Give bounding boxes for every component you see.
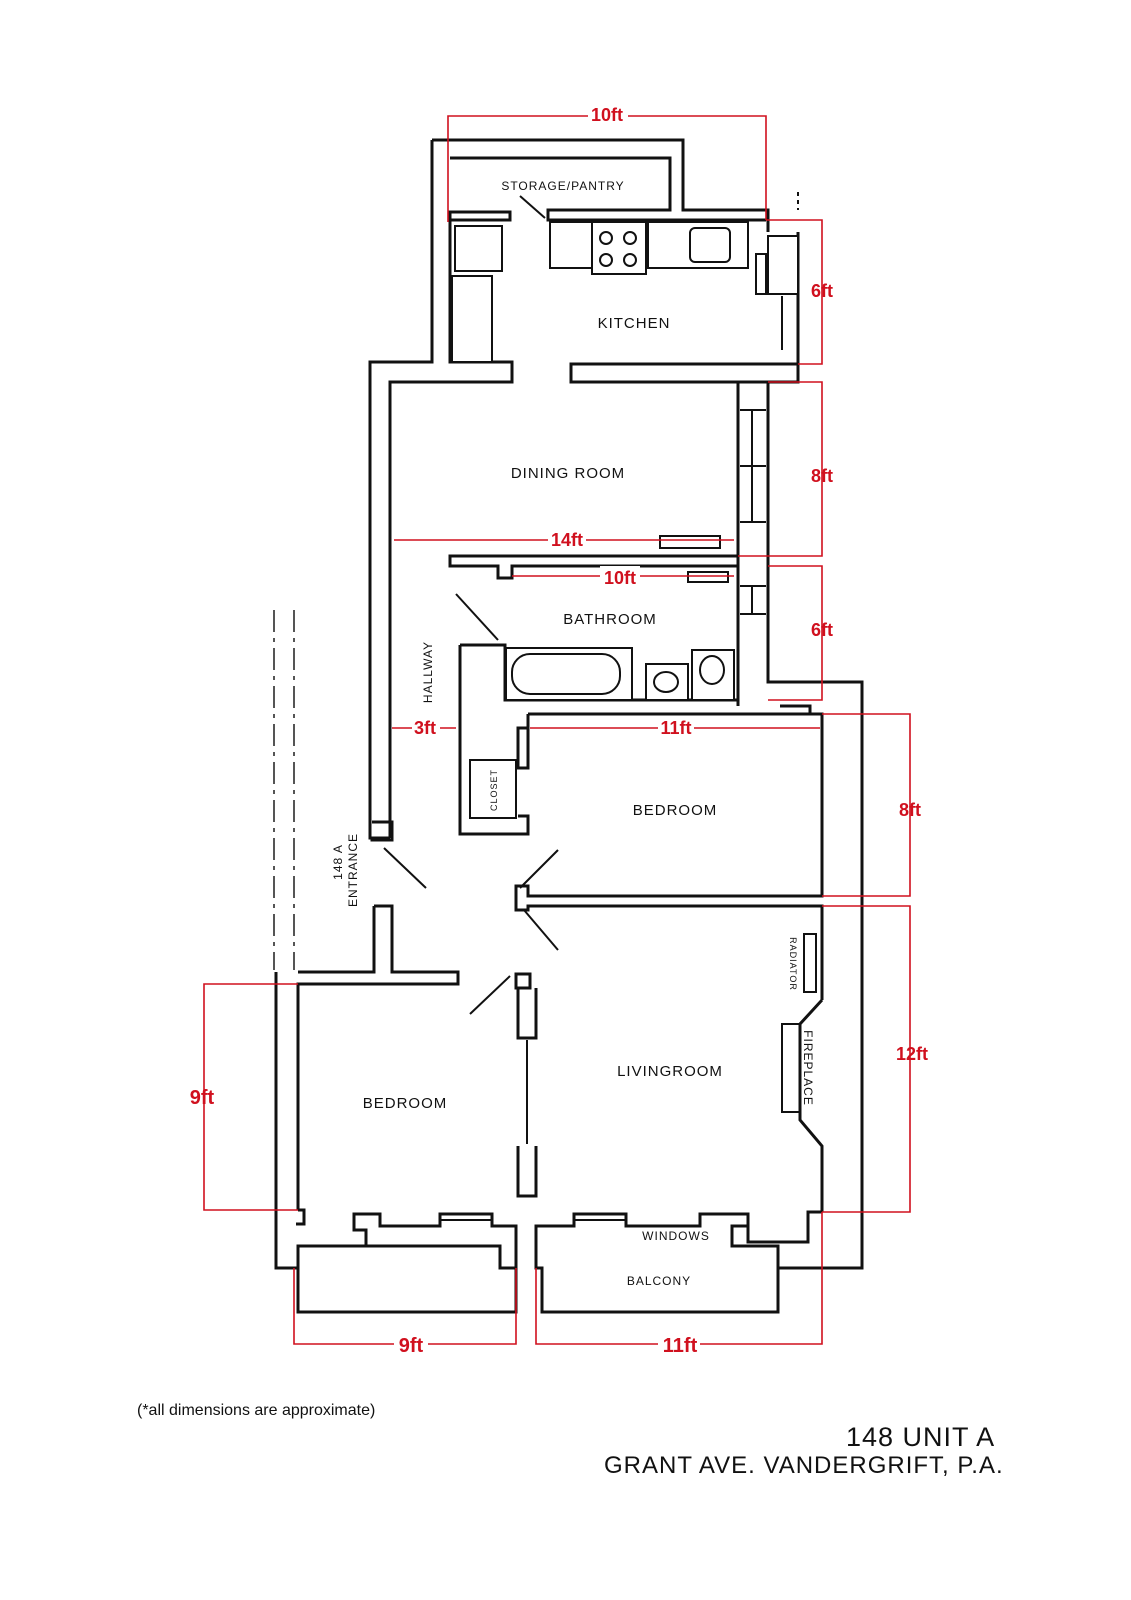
label-closet: CLOSET: [489, 769, 499, 811]
label-radiator: RADIATOR: [788, 937, 798, 991]
kitchen-sink: [689, 227, 731, 263]
kitchen-fixtures: [451, 192, 799, 363]
toilet: [691, 649, 735, 701]
living-fixtures: [803, 933, 817, 993]
dim-hall-width: 3ft: [414, 718, 436, 738]
label-windows: WINDOWS: [642, 1229, 710, 1243]
refrigerator: [454, 225, 503, 272]
bathroom-fixtures: [505, 647, 735, 701]
dim-kitchen-depth: 6ft: [811, 281, 833, 301]
label-fireplace: FIREPLACE: [801, 1030, 815, 1106]
closet-fixture: [469, 759, 517, 819]
dim-dining-depth: 8ft: [811, 466, 833, 486]
dim-dining-width: 14ft: [551, 530, 583, 550]
dim-bath-depth: 6ft: [811, 620, 833, 640]
dim-living-depth: 12ft: [896, 1044, 928, 1064]
label-bedroom-left: BEDROOM: [363, 1095, 448, 1112]
radiator-kitchen: [755, 253, 767, 295]
closet: [469, 759, 517, 819]
dim-bedroom-width: 11ft: [660, 718, 691, 738]
approximate-note: (*all dimensions are approximate): [137, 1402, 376, 1419]
label-hallway: HALLWAY: [421, 641, 435, 703]
cabinet: [549, 221, 593, 269]
label-kitchen: KITCHEN: [598, 315, 671, 332]
label-balcony: BALCONY: [627, 1274, 691, 1288]
address: GRANT AVE. VANDERGRIFT, P.A.: [604, 1452, 1004, 1479]
dim-left-bedroom-width: 9ft: [399, 1335, 424, 1357]
dim-kitchen-width: 10ft: [591, 105, 623, 125]
radiator-living: [803, 933, 817, 993]
property-line: [273, 610, 295, 970]
label-bedroom-right: BEDROOM: [633, 802, 718, 819]
dimension-lines: [203, 115, 911, 1345]
radiator-dining: [659, 535, 721, 549]
radiator-bath: [687, 571, 729, 583]
label-storage-pantry: STORAGE/PANTRY: [501, 179, 624, 193]
dim-living-width: 11ft: [663, 1335, 698, 1357]
unit-title: 148 UNIT A: [846, 1422, 996, 1452]
stove: [591, 221, 647, 275]
bathroom-sink: [645, 663, 689, 701]
counter: [451, 275, 493, 363]
dining-windows: [659, 409, 766, 615]
dim-bath-width: 10ft: [604, 568, 636, 588]
label-entrance: ENTRANCE: [346, 833, 360, 907]
dim-left-bedroom-depth: 9ft: [190, 1087, 215, 1109]
label-dining-room: DINING ROOM: [511, 465, 625, 482]
label-bathroom: BATHROOM: [563, 611, 657, 628]
label-entrance-number: 148 A: [331, 844, 345, 880]
doors: [383, 195, 559, 1015]
dim-bedroom-depth: 8ft: [899, 800, 921, 820]
window-unit: [767, 235, 799, 295]
label-livingroom: LIVINGROOM: [617, 1063, 723, 1080]
walls: [274, 138, 864, 1314]
